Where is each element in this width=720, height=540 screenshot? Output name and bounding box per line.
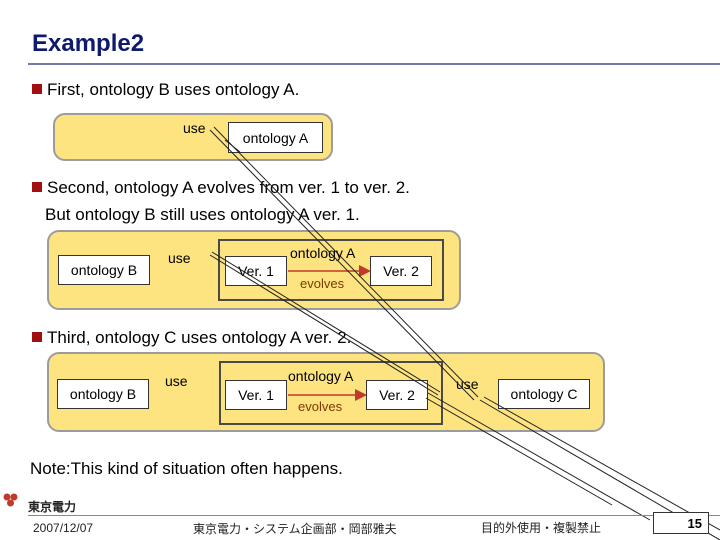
- bullet-second-line2: But ontology B still uses ontology A ver…: [45, 205, 360, 224]
- company-logo-icon: [2, 492, 24, 510]
- diagram2-ontology-b: ontology B: [58, 255, 150, 285]
- footer-notice: 目的外使用・複製禁止: [481, 521, 602, 535]
- bullet-second: Second, ontology A evolves from ver. 1 t…: [32, 177, 410, 199]
- note-text: Note:This kind of situation often happen…: [30, 459, 343, 478]
- bullet-third: Third, ontology C uses ontology A ver. 2…: [32, 327, 351, 349]
- diagram1-use-label: use: [183, 120, 206, 136]
- bullet-square-icon: [32, 84, 42, 94]
- diagram2-ver2: Ver. 2: [370, 256, 432, 286]
- diagram1-ontology-a: ontology A: [228, 122, 323, 153]
- diagram2-evolves-label: evolves: [300, 276, 345, 291]
- page-number: 15: [653, 512, 709, 534]
- diagram3-ver1: Ver. 1: [225, 380, 287, 410]
- diagram3-use-label: use: [165, 373, 188, 389]
- connector-lines: [209, 126, 720, 540]
- footer-department: 東京電力・システム企画部・岡部雅夫: [193, 522, 397, 536]
- bullet-square-icon: [32, 332, 42, 342]
- footer-divider: [28, 515, 720, 516]
- footer-date: 2007/12/07: [33, 521, 94, 535]
- title-divider: [28, 63, 720, 65]
- bullet-square-icon: [32, 182, 42, 192]
- diagram3-ontology-a-label: ontology A: [288, 368, 354, 384]
- bullet-first-text: First, ontology B uses ontology A.: [47, 80, 300, 99]
- bullet-second-text: Second, ontology A evolves from ver. 1 t…: [47, 178, 410, 197]
- diagram3-evolves-label: evolves: [298, 399, 343, 414]
- diagram2-use-label: use: [168, 250, 191, 266]
- bullet-third-text: Third, ontology C uses ontology A ver. 2…: [47, 328, 352, 347]
- diagram3-ontology-c: ontology C: [498, 379, 590, 409]
- page-title: Example2: [32, 30, 145, 57]
- diagram2-ontology-a-label: ontology A: [290, 245, 356, 261]
- diagram3-ver2: Ver. 2: [366, 380, 428, 410]
- bullet-first: First, ontology B uses ontology A.: [32, 79, 299, 101]
- company-name: 東京電力: [28, 500, 77, 514]
- diagram3-ontology-b: ontology B: [57, 379, 149, 409]
